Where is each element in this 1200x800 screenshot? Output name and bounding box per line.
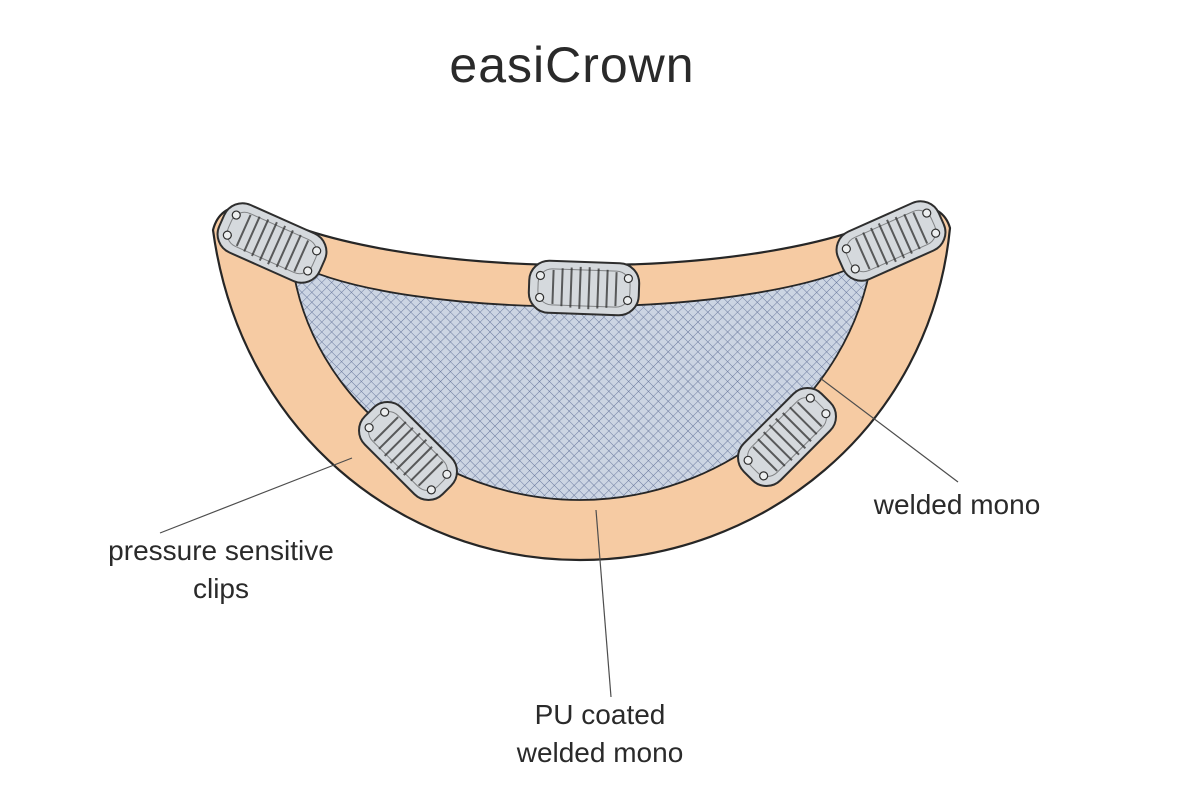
- leader-line-welded-mono: [819, 377, 959, 483]
- page-title: easiCrown: [449, 37, 694, 93]
- label-pressure-clips-line2: clips: [193, 573, 249, 604]
- pressure-clip-top-center: [527, 259, 641, 317]
- label-pu-coated-line1: PU coated: [535, 699, 666, 730]
- leader-line-pressure-clips: [159, 457, 353, 534]
- label-pressure-clips-line1: pressure sensitive: [108, 535, 334, 566]
- label-welded-mono: welded mono: [873, 489, 1041, 520]
- label-pu-coated-line2: welded mono: [516, 737, 684, 768]
- leader-line-pu-coated: [595, 509, 612, 698]
